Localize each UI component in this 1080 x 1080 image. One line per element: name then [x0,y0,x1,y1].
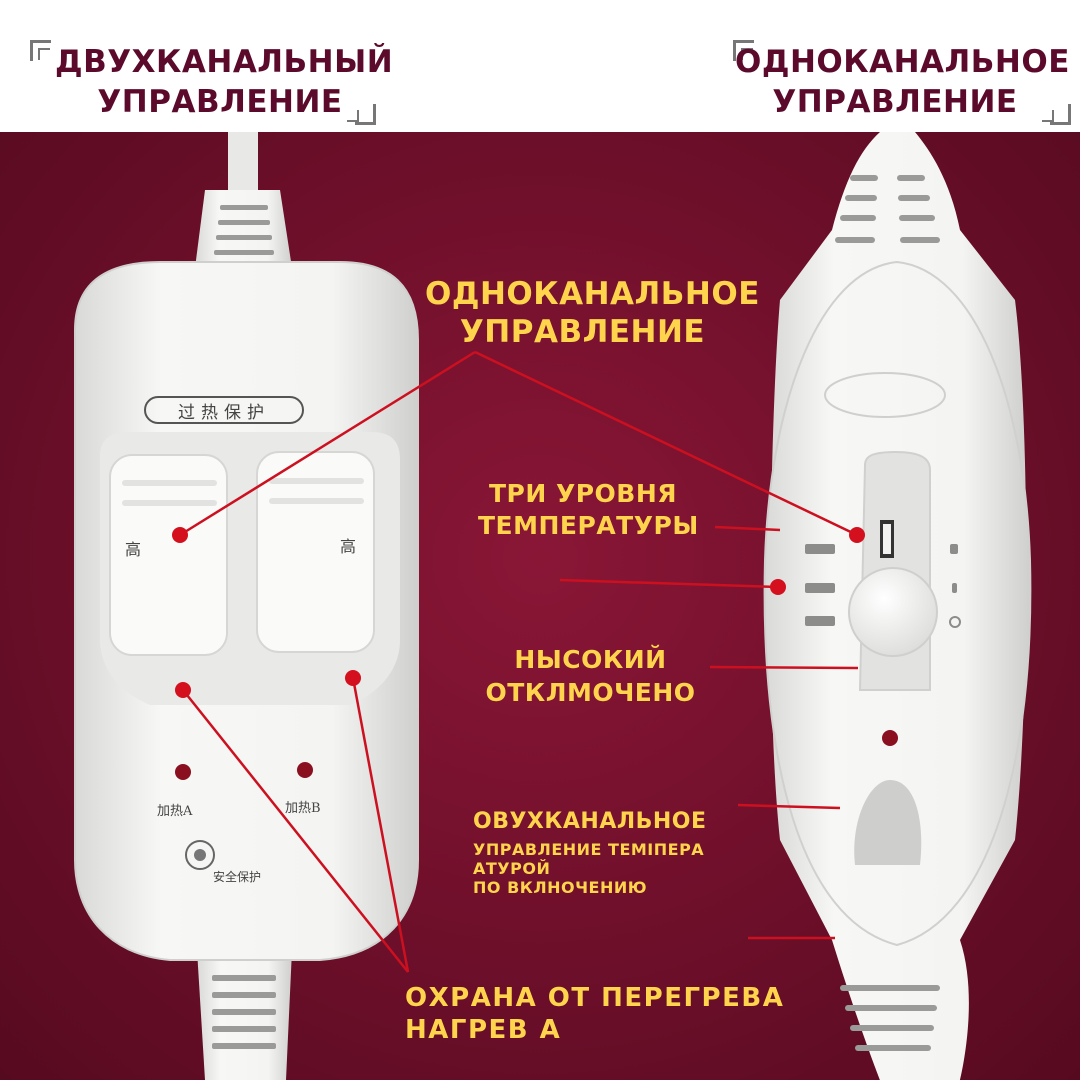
pointer-dot [770,579,786,595]
overheat-badge-text: 过热保护 [178,403,270,423]
header-band [0,0,1080,135]
dual-channel-heading: ДВУХКАНАЛЬНЫЙ УПРАВЛЕНИЕ [55,44,394,120]
pointer-dot [849,527,865,543]
brand-label: 安全保护 [213,870,262,884]
bracket-corner-icon [38,48,50,60]
heat-a-label: 加热A [157,804,193,819]
dual-channel-callout-title: ОВУХКАНАЛЬНОЕ [473,809,707,834]
button-left-mark: 高 [125,540,142,559]
right-controller [763,132,1032,1080]
three-levels-callout: ТРИ УРОВНЯ ТЕМПЕРАТУРЫ [478,479,699,540]
pointer-dot [172,527,188,543]
pointer-line [559,578,779,589]
bracket-corner-icon [355,104,376,125]
bracket-corner-icon [30,40,51,61]
bracket-corner-icon [741,48,753,60]
pointer-dots [172,527,865,698]
bracket-corner-icon [1050,104,1071,125]
heat-b-label: 加热B [285,801,321,816]
button-right-mark: 高 [340,537,357,556]
pointer-line [737,803,841,810]
single-channel-heading: ОДНОКАНАЛЬНОЕ УПРАВЛЕНИЕ [735,44,1070,120]
single-channel-callout: ОДНОКАНАЛЬНОЕ УПРАВЛЕНИЕ [425,276,760,350]
pointer-dot [175,682,191,698]
pointer-lines [179,350,859,973]
pointer-line [714,525,781,532]
pointer-line [709,665,859,670]
pointer-line [474,350,858,537]
high-off-callout: НЫСОКИЙ ОТКЛМОЧЕНО [485,645,696,707]
pointer-line [179,350,476,537]
bracket-corner-icon [1042,110,1054,122]
left-controller [74,132,419,1080]
dual-channel-callout-subtitle: УПРАВЛЕНИЕ ТЕМІПЕРА АТУРОЙ ПО ВКЛНОЧЕНИЮ [473,840,705,897]
bracket-corner-icon [347,110,359,122]
pointer-line [351,677,410,973]
bracket-corner-icon [733,40,754,61]
overheat-callout: ОХРАНА ОТ ПЕРЕГРЕВА НАГРЕВ А [405,983,785,1045]
pointer-line [182,689,409,973]
pointer-dot [345,670,361,686]
